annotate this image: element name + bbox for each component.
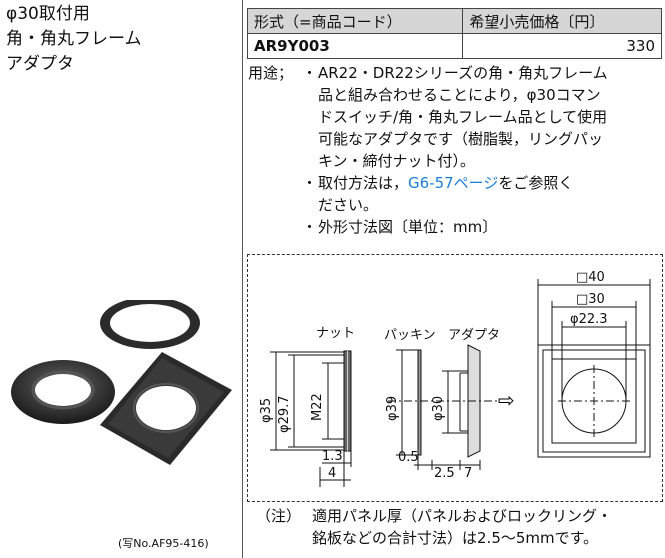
header-model: 形式（=商品コード） xyxy=(246,8,464,34)
usage-line: 品と組み合わせることにより，φ30コマン xyxy=(318,86,601,104)
product-title: φ30取付用 角・角丸フレーム アダプタ xyxy=(6,2,142,77)
bullet-dot: ・ xyxy=(302,174,318,192)
table-row: AR9Y003 330 xyxy=(246,33,662,59)
usage-prefix: 用途； xyxy=(248,64,294,82)
dim-m22: M22 xyxy=(310,393,325,421)
note-tag: （注） xyxy=(256,507,302,525)
dim-phi35: φ35 xyxy=(259,398,274,423)
usage-line: AR22・DR22シリーズの角・角丸フレーム xyxy=(318,64,608,82)
dim-2-5: 2.5 xyxy=(434,466,455,481)
note-section: （注） 適用パネル厚（パネルおよびロックリング・ 銘板などの合計寸法）は2.5〜… xyxy=(256,505,665,549)
price-value: 330 xyxy=(462,33,662,59)
header-price: 希望小売価格〔円〕 xyxy=(462,8,662,34)
usage-item-2: ・ 取付方法は，G6-57ページをご参照く ださい。 xyxy=(248,172,664,216)
dimension-drawing-frame: ナット パッキン アダプタ φ35 φ29.7 M22 1.3 4 φ39 φ3… xyxy=(247,254,663,502)
packing-ring-image xyxy=(100,300,200,349)
title-line-2: 角・角丸フレーム xyxy=(6,29,142,49)
title-line-3: アダプタ xyxy=(6,54,74,74)
column-divider xyxy=(242,0,243,558)
bullet-dot: ・ xyxy=(302,64,318,82)
table-header-row: 形式（=商品コード） 希望小売価格〔円〕 xyxy=(246,8,662,34)
usage-item-1: 用途； ・ AR22・DR22シリーズの角・角丸フレーム 品と組み合わせることに… xyxy=(248,62,664,172)
dim-4: 4 xyxy=(328,466,336,481)
usage-line: ドスイッチ/角・角丸フレーム品として使用 xyxy=(318,108,608,126)
title-line-1: φ30取付用 xyxy=(6,4,90,24)
dim-0-5: 0.5 xyxy=(398,450,419,465)
label-packing: パッキン xyxy=(384,328,436,343)
dim-phi39: φ39 xyxy=(385,396,400,421)
mounting-text-line2: ださい。 xyxy=(318,196,379,214)
spec-table: 形式（=商品コード） 希望小売価格〔円〕 AR9Y003 330 xyxy=(246,8,662,59)
note-line-2: 銘板などの合計寸法）は2.5〜5mmです。 xyxy=(312,529,599,547)
usage-line: 可能なアダプタです（樹脂製，リングパッ xyxy=(318,130,604,148)
bullet-dot: ・ xyxy=(302,218,318,236)
dim-phi29-7: φ29.7 xyxy=(277,395,292,433)
usage-item-3: ・ 外形寸法図〔単位：mm〕 xyxy=(248,216,664,238)
dim-7: 7 xyxy=(464,466,472,481)
note-line-1: 適用パネル厚（パネルおよびロックリング・ xyxy=(312,507,613,525)
model-code: AR9Y003 xyxy=(246,33,464,59)
product-photo xyxy=(11,300,232,465)
dim-phi30: φ30 xyxy=(431,396,446,421)
dim-phi22-3: φ22.3 xyxy=(570,312,608,327)
usage-section: 用途； ・ AR22・DR22シリーズの角・角丸フレーム 品と組み合わせることに… xyxy=(248,62,664,238)
label-adapter: アダプタ xyxy=(448,328,500,343)
nut-ring-image xyxy=(11,360,115,424)
dimension-drawing: ナット パッキン アダプタ φ35 φ29.7 M22 1.3 4 φ39 φ3… xyxy=(259,270,651,487)
label-nut: ナット xyxy=(316,326,355,341)
page-reference-link[interactable]: G6-57ページ xyxy=(408,174,499,192)
usage-line: キン・締付ナット付）。 xyxy=(318,152,476,170)
dim-sq30: □30 xyxy=(576,292,605,307)
mounting-text-tail: をご参照く xyxy=(498,174,574,192)
mounting-text: 取付方法は， xyxy=(318,174,409,192)
dimension-drawing-heading: 外形寸法図〔単位：mm〕 xyxy=(318,218,498,236)
dim-1-3: 1.3 xyxy=(322,449,343,464)
dim-sq40: □40 xyxy=(576,270,605,285)
arrow-icon: ⇨ xyxy=(498,388,515,412)
square-adapter-image xyxy=(100,352,232,465)
photo-caption: (写No.AF95-416) xyxy=(118,537,209,550)
